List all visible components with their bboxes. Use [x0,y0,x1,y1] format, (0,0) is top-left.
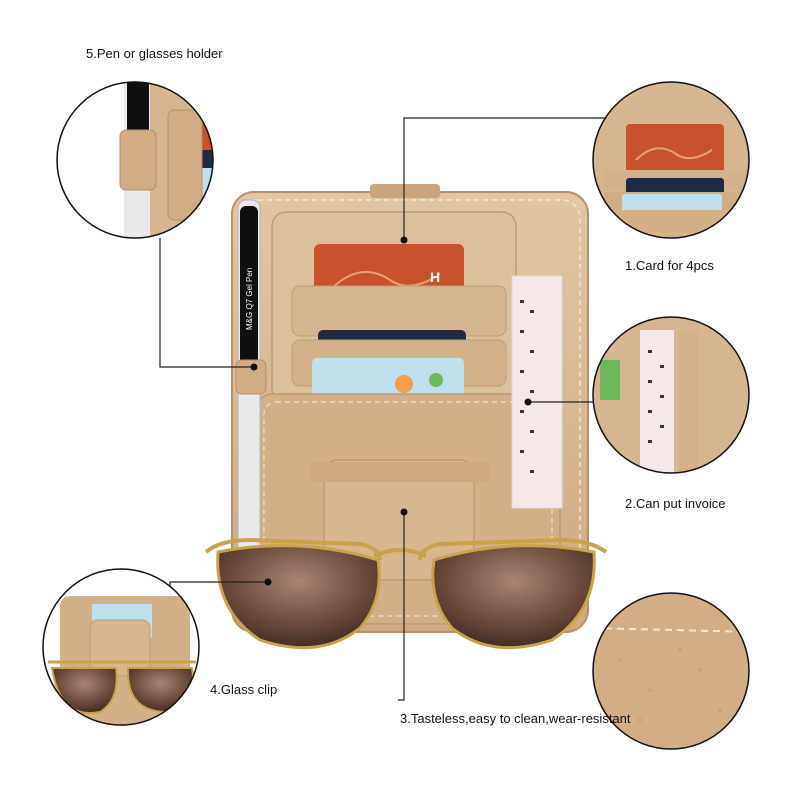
zoom-invoice [592,316,750,474]
label-glass-clip: 4.Glass clip [210,682,278,697]
label-pen-holder: 5.Pen or glasses holder [86,46,223,61]
label-easy-clean: 3.Tasteless,easy to clean,wear-resistant [400,711,631,726]
callout-dots [250,236,532,586]
svg-text:H: H [430,269,440,285]
label-invoice: 2.Can put invoice [625,496,726,511]
zoom-card [592,81,750,239]
label-card: 1.Card for 4pcs [625,258,714,273]
sunglasses [204,537,608,650]
zoom-pen-holder [56,81,214,239]
pen-brand-text: M&G Q7 Gel Pen [245,268,254,330]
callout-lines [159,117,610,701]
zoom-leather-texture [592,592,750,750]
zoom-glass-clip [42,568,200,726]
